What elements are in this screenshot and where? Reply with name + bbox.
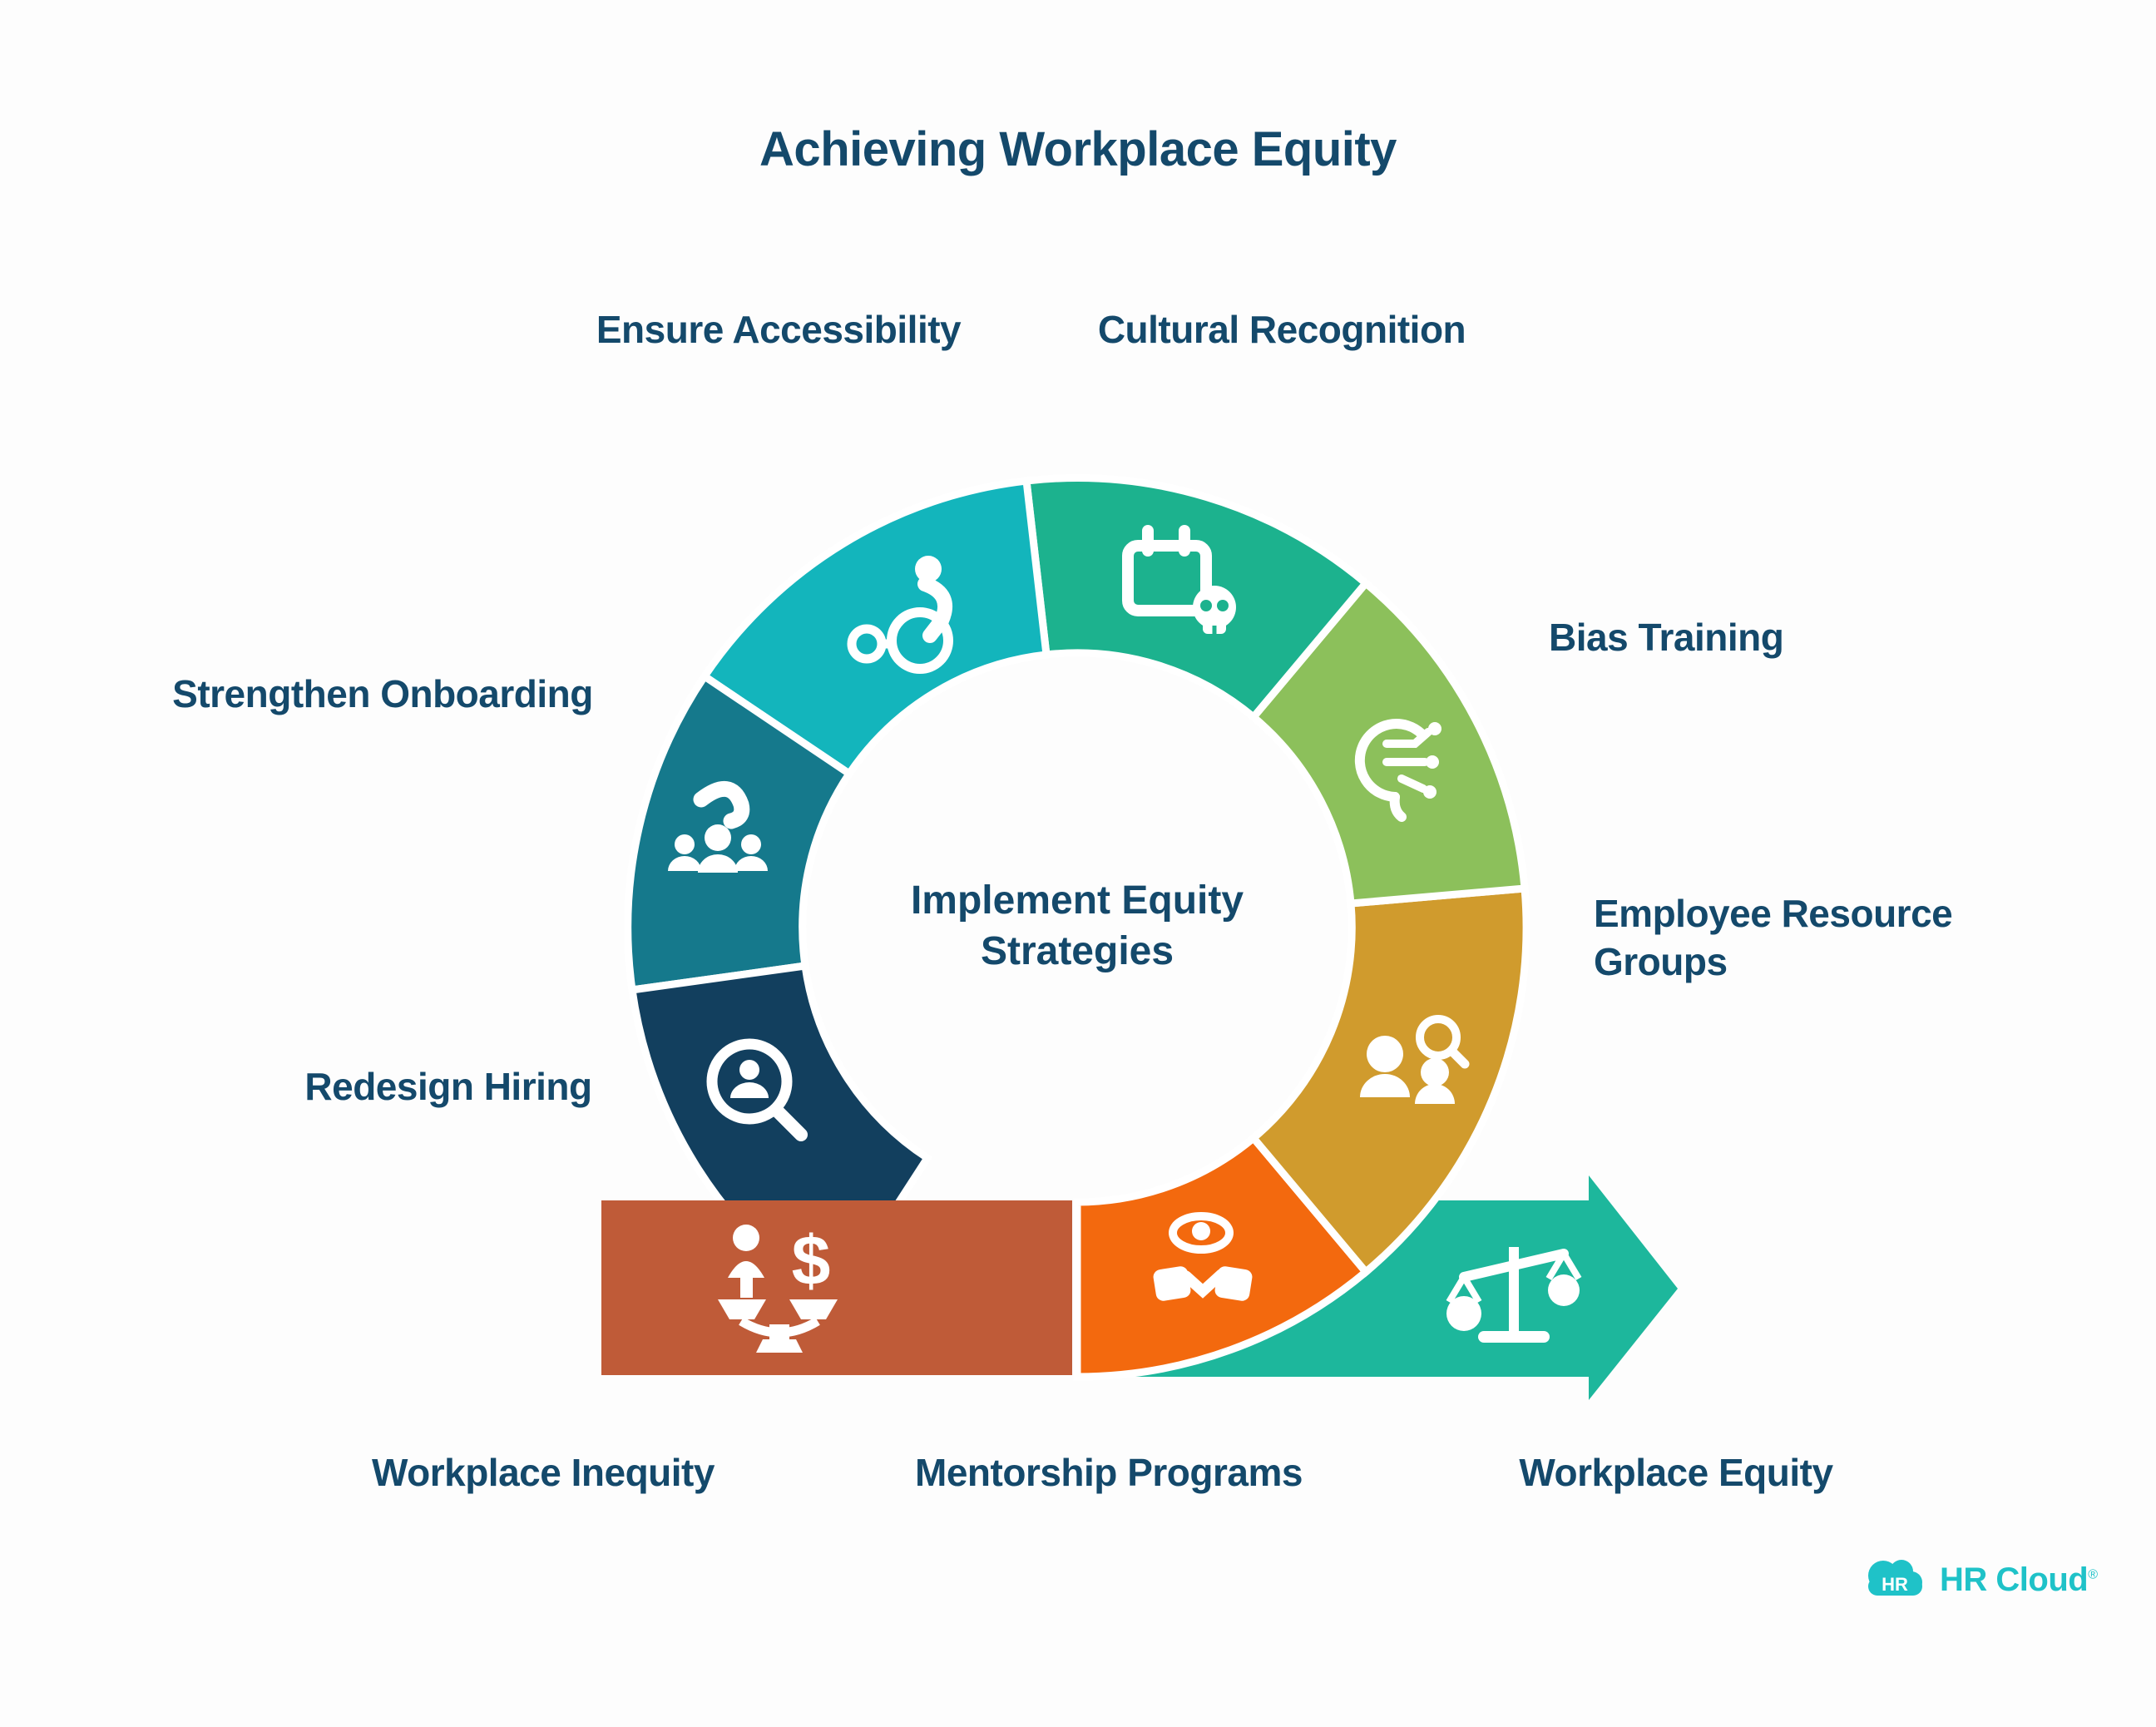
svg-text:$: $ <box>792 1221 831 1299</box>
calendar-skull-icon <box>1122 525 1236 634</box>
label-bias-training: Bias Training <box>1549 616 1784 659</box>
label-cultural-recognition: Cultural Recognition <box>1097 308 1466 351</box>
center-label: Implement Equity Strategies <box>786 875 1368 977</box>
label-ensure-accessibility: Ensure Accessibility <box>596 308 962 351</box>
hr-badge-text: HR <box>1882 1574 1908 1595</box>
workplace-inequity-bar <box>601 1200 1072 1375</box>
label-workplace-equity: Workplace Equity <box>1519 1451 1833 1494</box>
label-strengthen-onboarding: Strengthen Onboarding <box>172 672 593 715</box>
wheelchair-icon <box>847 556 953 674</box>
registered-mark: ® <box>2088 1567 2098 1582</box>
center-label-line1: Implement Equity <box>910 878 1244 923</box>
hr-cloud-logo: HR HR Cloud® <box>1862 1557 2098 1602</box>
head-circuit-icon <box>1354 719 1441 822</box>
label-workplace-inequity: Workplace Inequity <box>372 1451 715 1494</box>
person-dollar-balance-icon: $ <box>718 1221 838 1353</box>
logo-name: HR Cloud® <box>1940 1561 2098 1598</box>
eye-handshake-icon <box>1153 1212 1253 1301</box>
balance-scales-icon <box>1446 1247 1582 1343</box>
people-magnifier-icon <box>1360 1015 1470 1104</box>
center-label-line2: Strategies <box>980 929 1174 974</box>
page-title: Achieving Workplace Equity <box>759 122 1397 176</box>
label-mentorship-programs: Mentorship Programs <box>915 1451 1303 1494</box>
label-employee-resource-groups: Employee Resource Groups <box>1594 892 1953 983</box>
person-magnifier-icon <box>706 1038 808 1141</box>
hr-cloud-icon: HR <box>1868 1560 1922 1596</box>
hand-people-icon <box>668 780 768 873</box>
label-redesign-hiring: Redesign Hiring <box>304 1065 592 1108</box>
